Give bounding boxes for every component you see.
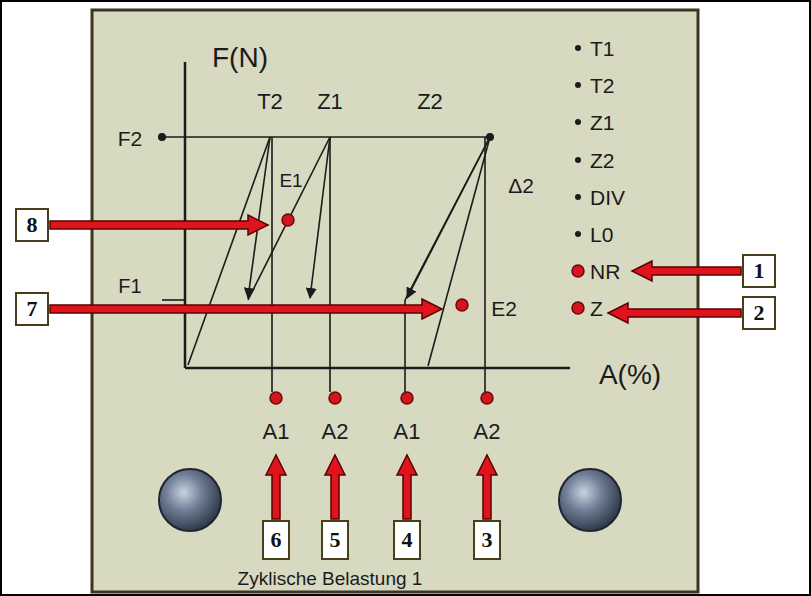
callout-number: 3 [473,520,501,560]
callout-number: 5 [321,520,349,560]
panel-label: A2 [474,421,501,443]
panel-label: DIV [590,187,625,208]
knobs [159,469,621,531]
panel-label: A(%) [599,361,661,389]
panel-label: NR [590,261,620,282]
callout-text: 6 [271,529,282,551]
callout-text: 1 [754,260,765,282]
panel-label: T1 [590,38,615,59]
callout-text: 2 [754,302,765,324]
panel-label: Z2 [417,91,443,113]
panel-label: Δ2 [508,175,534,196]
graph-lines [162,137,490,392]
callout-number: 8 [15,208,49,242]
callout-number: 7 [15,292,49,326]
callout-number: 6 [262,520,290,560]
panel-label: Z2 [590,150,615,171]
selector-dots [575,45,581,237]
callout-number: 2 [742,296,776,330]
callout-number: 1 [742,254,776,288]
graph-axes [185,62,570,368]
panel-label: T2 [590,75,615,96]
panel-label: E1 [279,171,302,190]
panel-label: F1 [118,276,141,296]
panel-label: F2 [118,128,143,149]
panel-label: L0 [590,224,613,245]
panel-label: F(N) [212,44,268,72]
callout-text: 8 [27,214,38,236]
callout-number: 4 [393,520,421,560]
graph-points [158,133,494,141]
callout-text: 4 [402,529,413,551]
panel-plate [92,10,698,592]
panel-label: Z1 [317,91,343,113]
panel-label: A2 [322,421,349,443]
callout-text: 7 [27,298,38,320]
panel-label: E2 [491,298,517,319]
panel-label: A1 [394,421,421,443]
panel-label: A1 [263,421,290,443]
panel-label: Z1 [590,112,615,133]
callout-text: 3 [482,529,493,551]
callout-text: 5 [330,529,341,551]
panel-label: Z [590,298,603,319]
callout-arrows [50,215,741,519]
panel-label: T2 [257,91,283,113]
panel-label: Zyklische Belastung 1 [238,569,423,588]
